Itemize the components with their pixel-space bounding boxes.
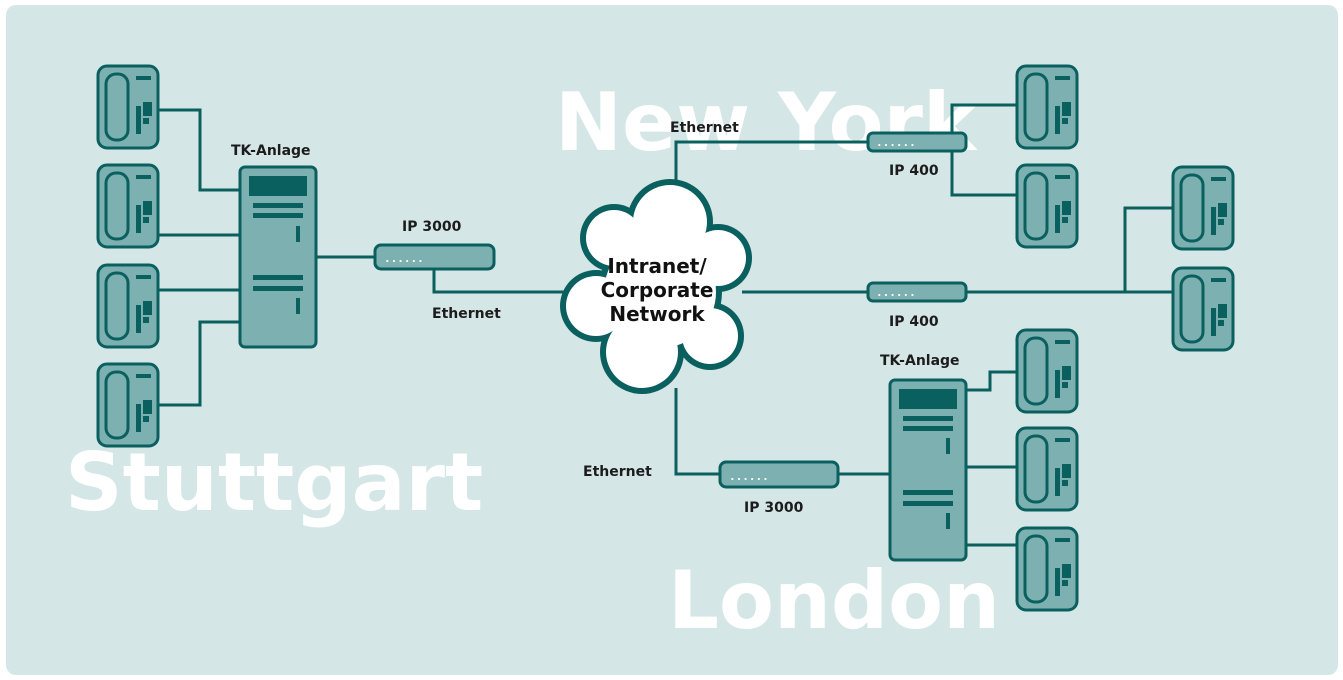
phone-remote-1 [1171, 165, 1235, 251]
label-ethernet-newyork: Ethernet [670, 120, 739, 136]
label-ethernet-stuttgart: Ethernet [432, 306, 501, 322]
label-ip3000-london: IP 3000 [744, 500, 804, 516]
label-ip3000-stuttgart: IP 3000 [402, 219, 462, 235]
phone-stuttgart-2 [96, 163, 160, 249]
label-tk-anlage-london: TK-Anlage [880, 353, 960, 369]
cloud-label-line2: Corporate [601, 278, 714, 302]
pbx-london [888, 378, 968, 562]
svg-text:......: ...... [876, 286, 916, 299]
label-ip400-middle: IP 400 [889, 314, 939, 330]
connection-lines [158, 103, 1173, 547]
pbx-stuttgart [238, 165, 318, 349]
svg-text:......: ...... [729, 470, 769, 483]
gateway-ip3000-london: ...... [718, 460, 840, 489]
cloud-network: Intranet/ Corporate Network [560, 179, 752, 394]
city-stuttgart: Stuttgart [65, 436, 483, 529]
phone-london-1 [1015, 328, 1079, 414]
cloud-label-line3: Network [609, 302, 705, 326]
svg-text:......: ...... [876, 136, 916, 149]
city-london: London [668, 554, 1000, 647]
phone-london-2 [1015, 426, 1079, 512]
phone-london-3 [1015, 526, 1079, 612]
gateway-ip3000-stuttgart: ...... [373, 243, 496, 271]
phone-stuttgart-1 [96, 64, 160, 150]
city-new-york: New York [555, 76, 978, 169]
label-ethernet-london: Ethernet [583, 464, 652, 480]
phone-stuttgart-4 [96, 362, 160, 448]
phone-newyork-1 [1015, 64, 1079, 150]
phone-remote-2 [1171, 266, 1235, 352]
phone-newyork-2 [1015, 163, 1079, 249]
gateway-ip400-newyork: ...... [866, 131, 968, 153]
label-ip400-newyork: IP 400 [889, 163, 939, 179]
label-tk-anlage-stuttgart: TK-Anlage [231, 143, 311, 159]
phone-stuttgart-3 [96, 263, 160, 349]
gateway-ip400-middle: ...... [866, 281, 968, 303]
svg-text:......: ...... [384, 252, 424, 265]
cloud-label-line1: Intranet/ [607, 254, 707, 278]
